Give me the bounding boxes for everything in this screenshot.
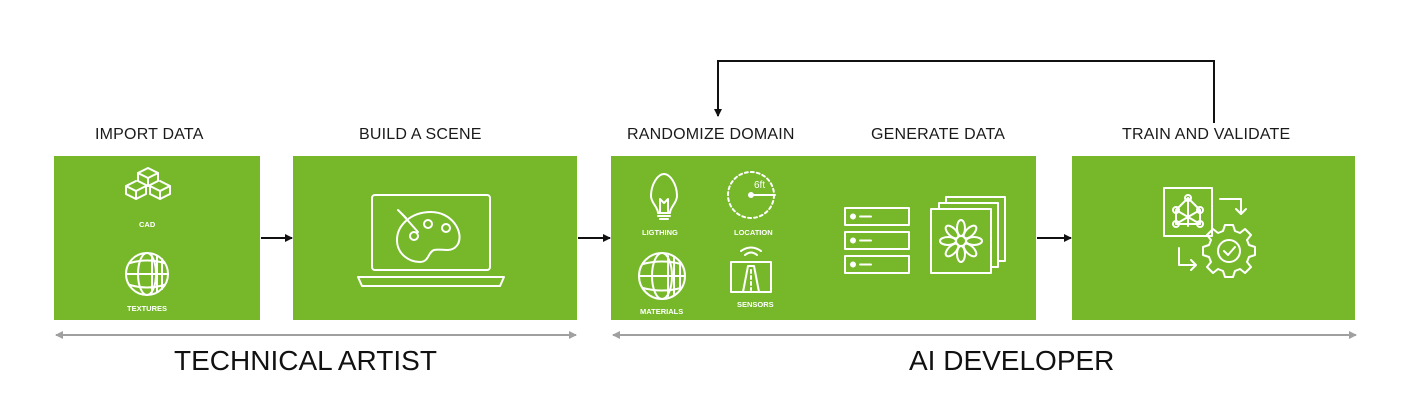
feedback-loop-arrow: [714, 60, 1215, 123]
build-scene-box: [293, 156, 577, 320]
stage-title-generate-data: GENERATE DATA: [871, 126, 1006, 143]
sphere-material-icon: [638, 252, 686, 300]
label-materials: MATERIALS: [640, 307, 684, 316]
stage-title-train-validate: TRAIN AND VALIDATE: [1122, 126, 1291, 143]
label-location-distance: 6ft: [754, 180, 766, 191]
cycle-arrow-icon: [1178, 198, 1247, 271]
palette-icon: [396, 209, 461, 263]
stage-title-randomize-domain: RANDOMIZE DOMAIN: [627, 126, 795, 143]
cube-stack-icon: [125, 167, 171, 200]
stage-title-import-data: IMPORT DATA: [95, 126, 204, 143]
sensor-road-icon: [730, 246, 772, 293]
gear-check-icon: [1202, 224, 1256, 278]
label-lighting: LIGTHING: [642, 228, 678, 237]
globe-grid-icon: [125, 252, 169, 296]
distance-circle-icon: [727, 171, 776, 219]
flower-icon: [939, 219, 983, 263]
neural-net-icon: [1163, 187, 1213, 237]
role-ai-developer: AI DEVELOPER: [909, 345, 1115, 376]
lightbulb-icon: [650, 173, 678, 220]
image-stack-icon: [930, 196, 1006, 274]
label-sensors: SENSORS: [737, 300, 774, 309]
server-rack-icon: [844, 207, 910, 274]
role-technical-artist: TECHNICAL ARTIST: [174, 345, 437, 376]
laptop-palette-icon: [357, 194, 505, 287]
stage-title-build-scene: BUILD A SCENE: [359, 126, 482, 143]
label-cad: CAD: [139, 220, 156, 229]
label-location: LOCATION: [734, 228, 773, 237]
train-validate-box: [1072, 156, 1355, 320]
label-textures: TEXTURES: [127, 304, 168, 313]
